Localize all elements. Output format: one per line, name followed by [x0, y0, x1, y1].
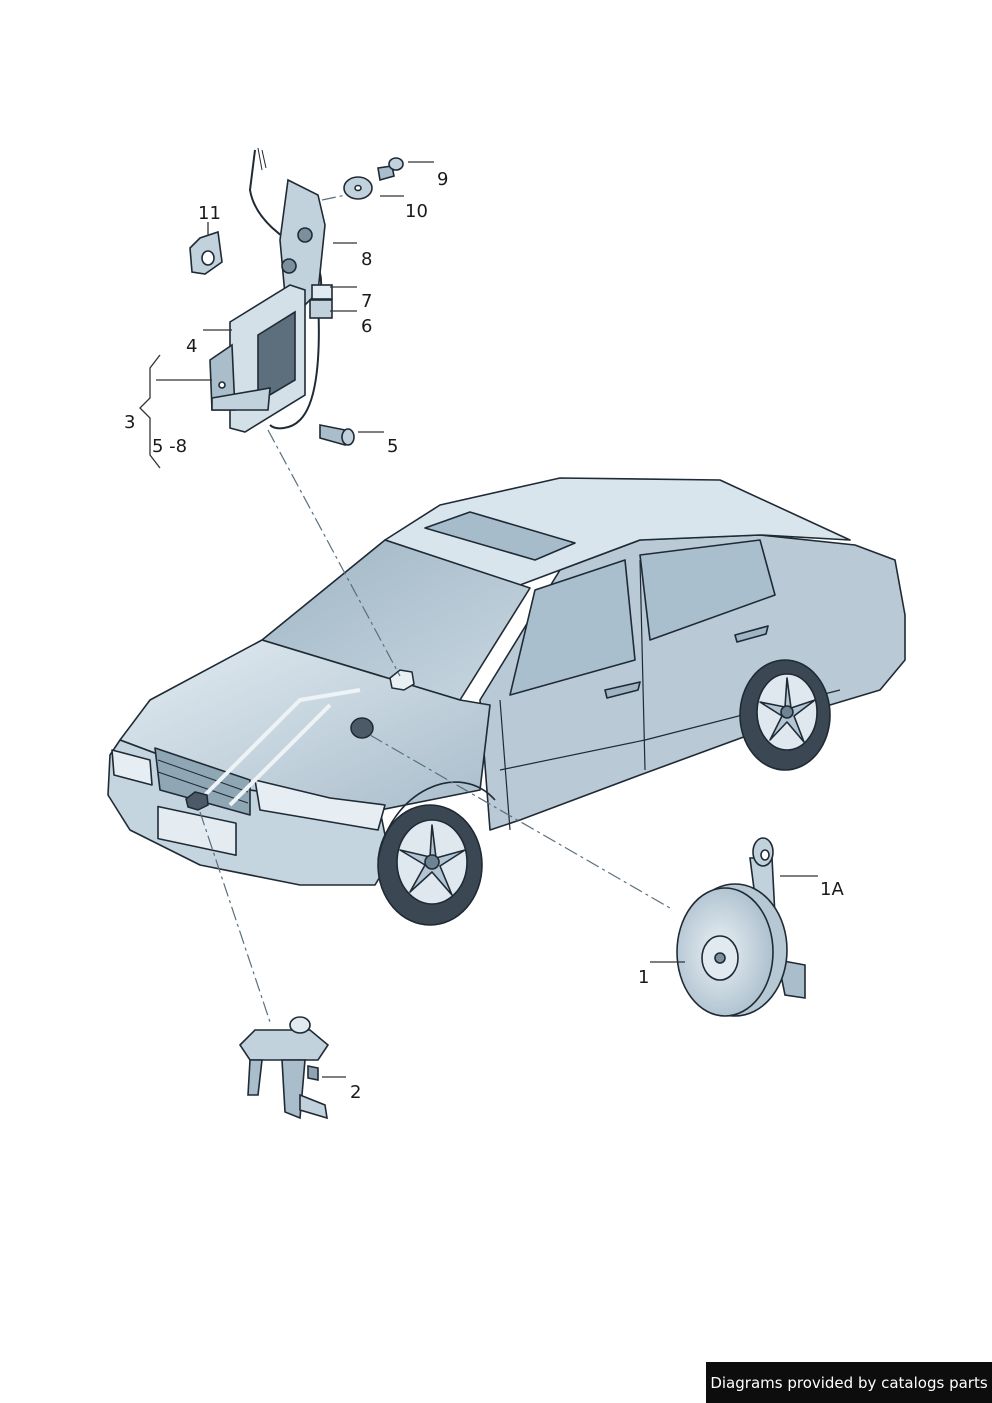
- callout-1: 1: [638, 967, 650, 988]
- alarm-unit-assembly: [189, 147, 404, 447]
- callout-9: 9: [437, 169, 449, 190]
- callout-3-range: 5 -8: [152, 436, 188, 457]
- callout-11: 11: [198, 203, 221, 224]
- callout-8: 8: [361, 249, 373, 270]
- callout-6: 6: [361, 316, 373, 337]
- callout-7: 7: [361, 291, 373, 312]
- callout-4: 4: [186, 336, 198, 357]
- callout-1a: 1A: [820, 879, 844, 900]
- callout-10: 10: [405, 201, 428, 222]
- callout-3: 3: [124, 412, 136, 433]
- car-location-markers: [185, 669, 415, 811]
- car-illustration: [107, 477, 906, 926]
- callout-2: 2: [350, 1082, 362, 1103]
- horn-part: [676, 837, 806, 1017]
- leader-lines: [139, 161, 818, 1078]
- sensor-part: [238, 1016, 330, 1120]
- callout-5: 5: [387, 436, 399, 457]
- credit-banner: Diagrams provided by catalogs parts: [706, 1362, 992, 1403]
